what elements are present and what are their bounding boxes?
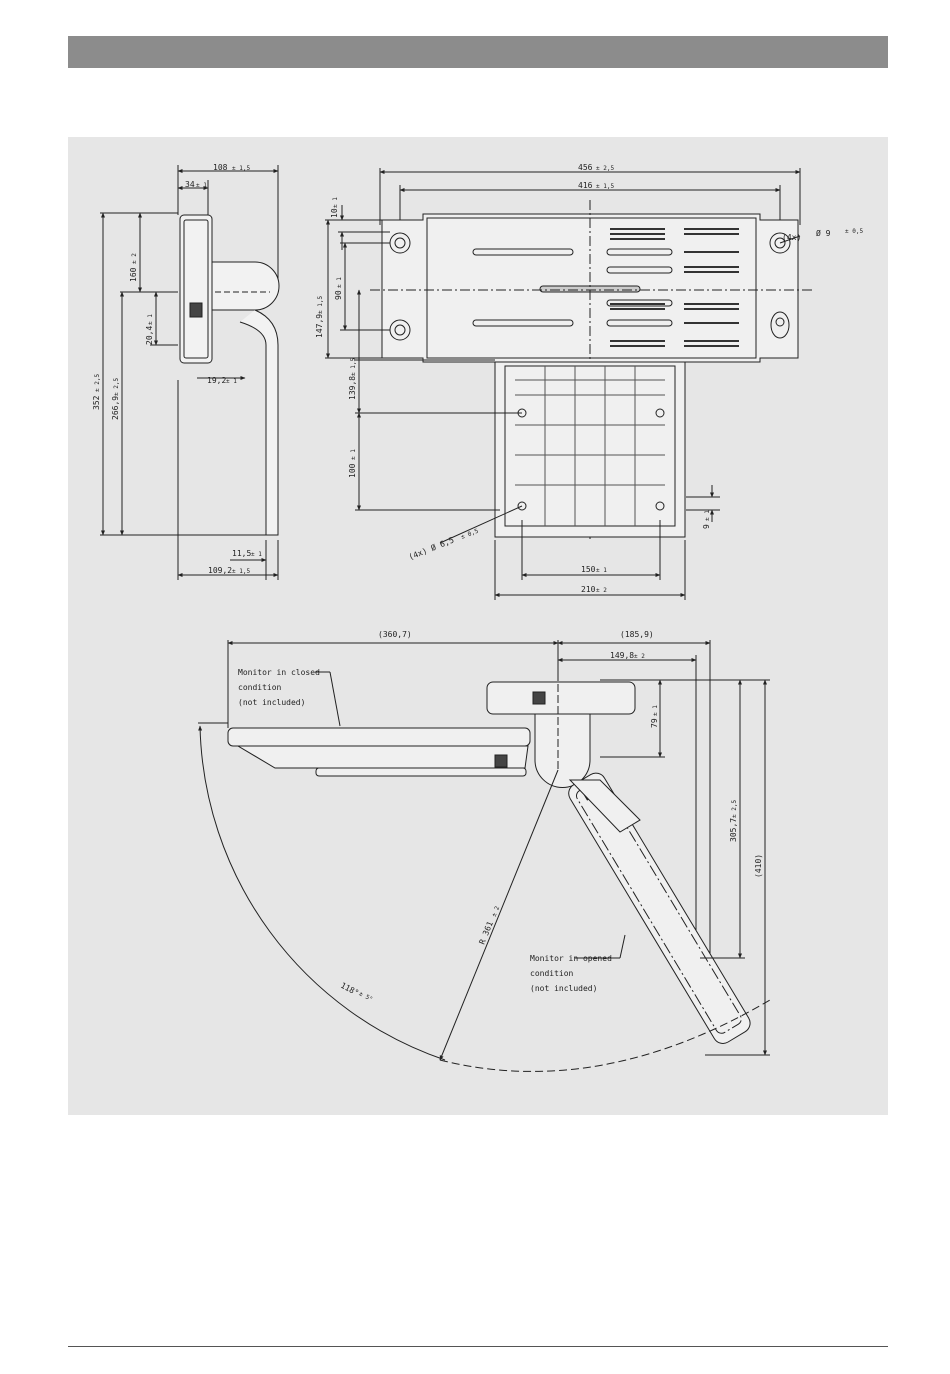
dim-top-offset: 10 [330,208,339,218]
dim-tol: ± 0,5 [460,527,480,540]
dim-vesa-height: 100 [348,463,357,478]
dim-tol: ± 2,5 [596,165,614,172]
hole-callout: Ø 9 [816,228,831,238]
dim-tol: ± 1 [332,197,339,208]
dim-tol: ± 2 [131,253,138,264]
dim-tol: ± 1 [336,277,343,288]
swing-view [198,640,771,1072]
side-view [100,165,280,580]
dim-tol: ± 2 [634,653,645,660]
dim-tol: ± 1 [350,449,357,460]
dim-tol: ± 2,5 [113,378,120,396]
dim-foot-width: 11,5 [232,549,251,558]
dim-closed-length: (360,7) [378,630,412,639]
dim-foot-offset: 109,2 [208,566,232,575]
dim-height-total: 352 [92,395,101,410]
dim-bracket-height: 139,8 [348,376,357,400]
dim-height-plate: 147,9 [315,314,324,338]
closed-monitor-label: Monitor in closed [238,668,320,677]
small-hole: Ø 6,5 [429,535,455,553]
dim-hole-spacing: 90 [334,290,343,300]
dim-tol: ± 2,5 [731,800,738,818]
dim-total-drop: (410) [754,854,763,878]
closed-monitor-label: condition [238,683,282,692]
dim-tol: ± 2,5 [94,374,101,392]
opened-monitor-label: Monitor in opened [530,954,612,963]
closed-monitor-label: (not included) [238,698,305,707]
front-view [325,168,815,600]
header-bar [68,36,888,68]
opened-monitor-label: condition [530,969,574,978]
dim-tol: ± 2 [596,587,607,594]
small-hole-count: (4x) [407,546,428,562]
dim-tol: ± 1,5 [350,358,357,376]
dim-angle: 118° [339,981,360,998]
dim-tol: ± 1,5 [232,165,250,172]
dim-tol: ± 1 [596,567,607,574]
dim-tol: ± 1 [196,182,207,189]
dim-tol: ± 1,5 [232,568,250,575]
dim-width-total: 108 [213,163,228,172]
dim-height-upper: 160 [129,267,138,282]
hole-callout-count: (4x) [782,233,801,242]
dim-arm-length: (185,9) [620,630,654,639]
dim-tol: ± 1 [147,314,154,325]
dim-height-bracket: 20,4 [145,326,154,345]
dim-arm-inner: 149,8 [610,651,634,660]
dim-width-holes: 416 [578,181,593,190]
dim-tol: ± 1 [652,705,659,716]
side-view-labels: 108 ± 1,5 34 ± 1 19,2 ± 1 11,5 ± 1 109,2… [92,163,262,575]
dim-width-total: 456 [578,163,593,172]
dim-bracket-width: 210 [581,585,596,594]
dim-tol: ± 1 [704,510,711,521]
front-view-labels: 456 ± 2,5 416 ± 1,5 (4x) Ø 9 ± 0,5 150 ±… [315,163,863,594]
dim-radius: R 361 [478,920,495,946]
dim-tol: ± 0,5 [845,228,863,235]
dim-tol: ± 5° [358,990,374,1003]
dim-tol: ± 1,5 [317,296,324,314]
dim-width-top: 34 [185,180,195,189]
dim-tol: ± 1 [251,551,262,558]
opened-monitor-label: (not included) [530,984,597,993]
dim-drop-height: 305,7 [729,818,738,842]
dim-tol: ± 1 [226,378,237,385]
dim-tol: ± 1,5 [596,183,614,190]
dim-tol: ± 2 [491,905,502,918]
dim-arm-offset: 19,2 [207,376,226,385]
dim-height-arm: 266,9 [111,396,120,420]
dim-body-height: 79 [650,718,659,728]
dim-vesa-width: 150 [581,565,596,574]
footer-rule [68,1346,888,1347]
dim-bottom-offset: 9 [702,524,711,529]
